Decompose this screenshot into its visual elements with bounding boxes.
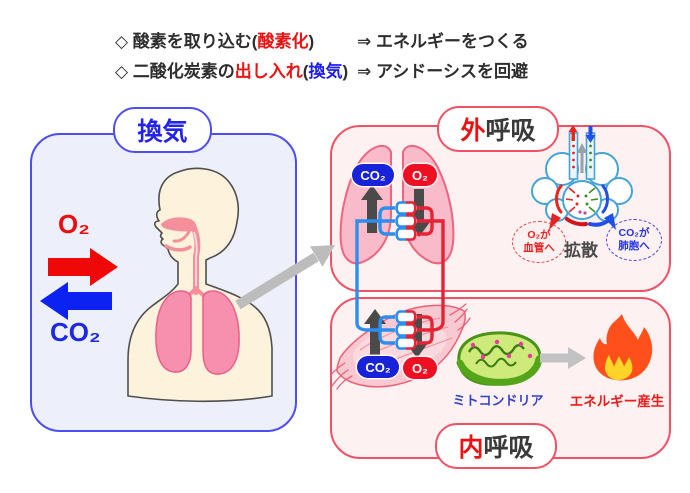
header-line2-exchange: 出し入れ — [234, 62, 303, 81]
header-line1-text: ◇ 酸素を取り込む( — [115, 32, 258, 51]
ventilation-title: 換気 — [113, 107, 212, 153]
external-title-rest: 呼吸 — [485, 117, 536, 145]
internal-respiration-title: 内呼吸 — [435, 423, 557, 469]
o2-label: O₂ — [58, 209, 90, 239]
mitochondria-label: ミトコンドリア — [452, 393, 544, 408]
o2-badge-lung: O₂ — [403, 164, 437, 186]
external-title-em: 外 — [460, 117, 486, 145]
internal-title-rest: 呼吸 — [483, 434, 534, 462]
co2-badge-lung: CO₂ — [352, 164, 394, 186]
ventilation-panel — [30, 133, 297, 432]
o2-badge-muscle: O₂ — [403, 357, 437, 379]
co2-to-alveoli-note: CO₂が 肺胞へ — [606, 219, 662, 261]
header-line2: ◇ 二酸化炭素の出し入れ(換気) — [115, 62, 349, 81]
header-line2-text: ◇ 二酸化炭素の — [115, 62, 235, 81]
o2-to-vessel-note: O₂が 血管へ — [512, 221, 566, 263]
header-line2-ventilation: 換気 — [308, 62, 343, 81]
energy-production-label: エネルギー産生 — [569, 394, 665, 409]
header-line1-result: ⇒ エネルギーをつくる — [357, 32, 529, 51]
header-line1-oxygenation: 酸素化 — [257, 32, 309, 51]
co2-label: CO₂ — [50, 317, 101, 347]
external-respiration-title: 外呼吸 — [437, 106, 559, 152]
internal-title-em: 内 — [458, 434, 484, 462]
diffusion-label: 拡散 — [564, 241, 598, 260]
co2-badge-muscle: CO₂ — [357, 356, 399, 378]
header-line1: ◇ 酸素を取り込む(酸素化) — [115, 32, 315, 51]
header-line2-result: ⇒ アシドーシスを回避 — [357, 62, 528, 81]
